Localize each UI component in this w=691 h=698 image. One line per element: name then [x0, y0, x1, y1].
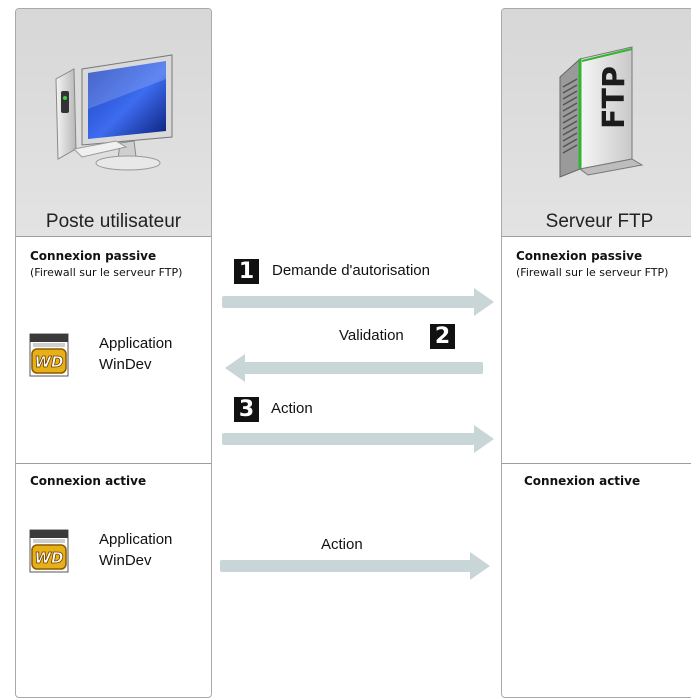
arrow-step-1: [222, 288, 494, 316]
client-active-title: Connexion active: [30, 474, 147, 488]
step-1-badge: 1: [234, 259, 259, 284]
arrow-step-3: [222, 425, 494, 453]
computer-monitor-icon: [55, 54, 173, 171]
step-2-badge: 2: [430, 324, 455, 349]
client-column: Poste utilisateur Connexion passive (Fir…: [15, 8, 212, 698]
client-passive-title: Connexion passive: [30, 249, 157, 263]
active-action-label: Action: [321, 536, 363, 553]
svg-text:FTP: FTP: [597, 66, 632, 129]
svg-text:WD: WD: [35, 353, 64, 371]
server-header: FTP Serveur FTP: [502, 9, 691, 237]
windev-app-icon: WD: [29, 333, 69, 377]
svg-text:WD: WD: [35, 549, 64, 567]
step-2-label: Validation: [339, 327, 404, 344]
server-passive-note: (Firewall sur le serveur FTP): [516, 266, 669, 279]
ftp-server-icon: FTP: [559, 46, 644, 178]
windev-app-icon: WD: [29, 529, 69, 573]
arrow-active-action: [220, 552, 490, 580]
server-column: FTP Serveur FTP Connexion passive (Firew…: [501, 8, 691, 698]
client-passive-note: (Firewall sur le serveur FTP): [30, 266, 183, 279]
client-header: Poste utilisateur: [16, 9, 211, 237]
client-row-divider: [16, 463, 211, 464]
step-1-label: Demande d'autorisation: [272, 262, 430, 279]
client-active-app-label: Application WinDev: [99, 531, 173, 569]
server-active-title: Connexion active: [524, 474, 641, 488]
client-passive-app-label: Application WinDev: [99, 335, 173, 373]
server-passive-title: Connexion passive: [516, 249, 643, 263]
server-row-divider: [502, 463, 691, 464]
arrow-step-2: [225, 354, 483, 382]
step-3-badge: 3: [234, 397, 259, 422]
server-title: Serveur FTP: [545, 211, 654, 232]
client-title: Poste utilisateur: [45, 211, 182, 232]
client-passive-app: WD Application WinDev: [29, 333, 209, 379]
client-active-app: WD Application WinDev: [29, 529, 209, 575]
step-3-label: Action: [271, 400, 313, 417]
